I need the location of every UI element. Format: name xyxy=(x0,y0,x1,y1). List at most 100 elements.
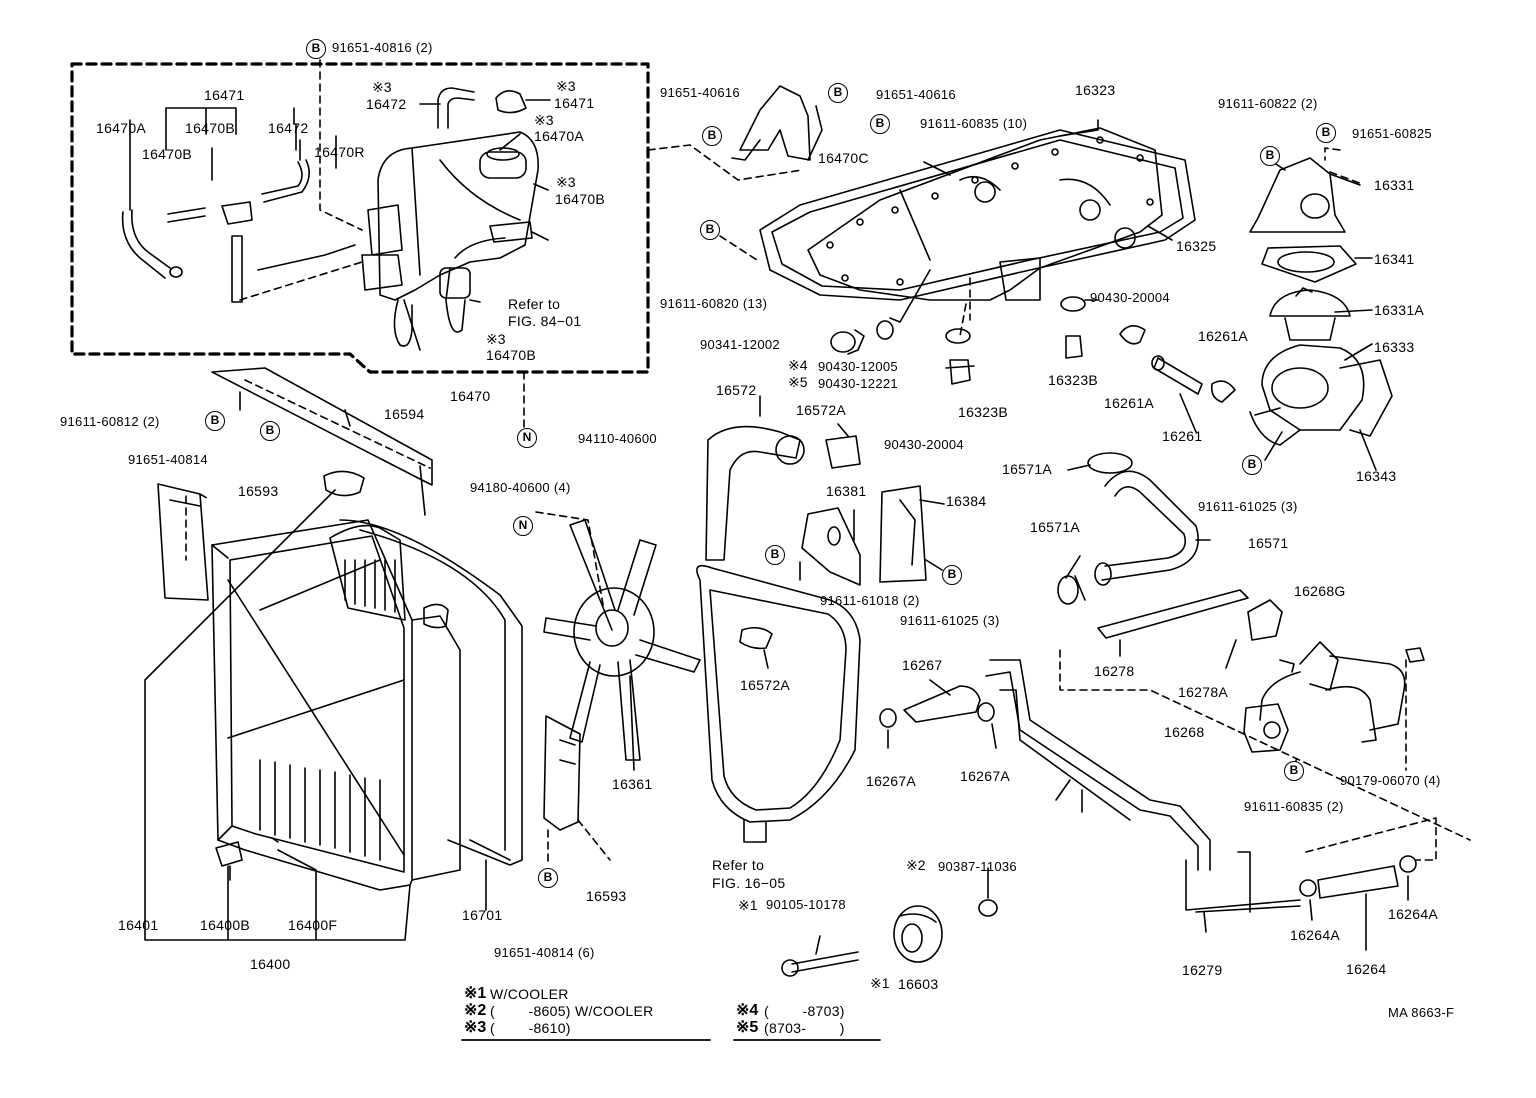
part-label: 16361 xyxy=(612,776,653,792)
qualifier-note: ※3 xyxy=(556,174,576,190)
part-label: 16267A xyxy=(866,773,917,789)
part-label: 16279 xyxy=(1182,962,1223,978)
part-label: 94110-40600 xyxy=(578,431,657,446)
part-label: 16261A xyxy=(1198,328,1249,344)
part-label: 91611-60835 (2) xyxy=(1244,799,1344,814)
bolt-marker: B xyxy=(1260,146,1280,166)
belt-and-hose xyxy=(696,395,861,843)
part-label: 16594 xyxy=(384,406,425,422)
part-label: 16470A xyxy=(534,128,585,144)
part-label: 16341 xyxy=(1374,251,1415,267)
water-pipe xyxy=(985,659,1437,951)
part-label: 16323B xyxy=(1048,372,1099,388)
part-label: 16333 xyxy=(1374,339,1415,355)
reference-text: Refer to xyxy=(712,857,765,873)
part-label: 16400B xyxy=(200,917,251,933)
part-label: 91611-60820 (13) xyxy=(660,296,768,311)
bolt-marker: B xyxy=(765,545,785,565)
part-label: 16470R xyxy=(314,144,365,160)
part-label: 16603 xyxy=(898,976,939,992)
part-label: 16470B xyxy=(486,347,537,363)
reference-text: FIG. 16−05 xyxy=(712,875,786,891)
bolt-marker: B xyxy=(870,114,890,134)
legend-text: W/COOLER xyxy=(490,986,569,1002)
bolt-marker: B xyxy=(306,39,326,59)
bolt-marker: B xyxy=(538,868,558,888)
heater-hose xyxy=(879,679,997,749)
part-label: 16268G xyxy=(1294,583,1346,599)
reservoir-group xyxy=(70,59,650,374)
reference-text: Refer to xyxy=(508,296,561,312)
part-label: 90430-12221 xyxy=(818,376,898,391)
part-label: 16701 xyxy=(462,907,503,923)
brackets xyxy=(799,485,945,586)
legend-key: ※1 xyxy=(464,985,487,1002)
part-label: 90105-10178 xyxy=(766,897,846,912)
qualifier-note: ※1 xyxy=(738,897,758,913)
part-label: 90430-20004 xyxy=(1090,290,1170,305)
part-label: 94180-40600 (4) xyxy=(470,480,571,495)
bolt-marker: B xyxy=(1316,123,1336,143)
radiator-assembly xyxy=(144,367,523,941)
reference-text: FIG. 84−01 xyxy=(508,313,582,329)
water-outlet-manifold xyxy=(647,85,1196,385)
bolt-marker: B xyxy=(1284,761,1304,781)
qualifier-note: ※3 xyxy=(372,79,392,95)
qualifier-note: ※3 xyxy=(486,331,506,347)
side-seal-right xyxy=(543,715,611,867)
nut-marker: N xyxy=(517,428,537,448)
part-label: 16381 xyxy=(826,483,867,499)
part-label: 16268 xyxy=(1164,724,1205,740)
part-label: 90430-12005 xyxy=(818,359,898,374)
part-label: 91611-61025 (3) xyxy=(1198,499,1298,514)
part-label: 16470B xyxy=(185,120,236,136)
part-label: 16267A xyxy=(960,768,1011,784)
part-label: 16470 xyxy=(450,388,491,404)
part-label: 16470B xyxy=(142,146,193,162)
part-label: 91611-61025 (3) xyxy=(900,613,1000,628)
part-label: 16331A xyxy=(1374,302,1425,318)
part-label: 90387-11036 xyxy=(938,859,1017,874)
part-label: 16323 xyxy=(1075,82,1116,98)
bolt-marker: B xyxy=(205,411,225,431)
part-label: 16264A xyxy=(1290,927,1341,943)
qualifier-note: ※3 xyxy=(534,112,554,128)
part-label: 16571 xyxy=(1248,535,1289,551)
reservoir-tank-icon xyxy=(377,131,539,301)
part-label: 16264A xyxy=(1388,906,1439,922)
part-label: 91651-40814 xyxy=(128,452,208,467)
part-label: 90430-20004 xyxy=(884,437,964,452)
qualifier-note: ※4 xyxy=(788,357,808,373)
legend-key: ※3 xyxy=(464,1019,487,1036)
part-label: 91651-40616 xyxy=(660,85,740,100)
legend-text: ( -8610) xyxy=(490,1020,571,1036)
qualifier-note: ※1 xyxy=(870,975,890,991)
part-label: 91651-40814 (6) xyxy=(494,945,595,960)
bolt-marker: B xyxy=(700,220,720,240)
part-label: 91651-40816 (2) xyxy=(332,40,433,55)
qualifier-note: ※5 xyxy=(788,374,808,390)
part-label: 91651-40616 xyxy=(876,87,956,102)
bolt-marker: B xyxy=(1242,455,1262,475)
part-label: 16593 xyxy=(586,888,627,904)
part-label: 16278A xyxy=(1178,684,1229,700)
bolt-marker: B xyxy=(702,126,722,146)
part-label: 16384 xyxy=(946,493,987,509)
figure-code: MA 8663-F xyxy=(1388,1005,1455,1020)
part-label: 16471 xyxy=(554,95,595,111)
nut-marker: N xyxy=(513,516,533,536)
part-label: 16343 xyxy=(1356,468,1397,484)
part-label: 91611-60835 (10) xyxy=(920,116,1028,131)
part-label: 16572 xyxy=(716,382,757,398)
cooling-fan-icon xyxy=(535,511,701,771)
bolt-marker: B xyxy=(942,565,962,585)
bolt-marker: B xyxy=(828,83,848,103)
part-label: 16593 xyxy=(238,483,279,499)
part-label: 16401 xyxy=(118,917,159,933)
part-label: 90179-06070 (4) xyxy=(1340,773,1441,788)
qualifier-note: ※3 xyxy=(556,78,576,94)
part-label: 16470C xyxy=(818,150,869,166)
part-label: 16572A xyxy=(796,402,847,418)
